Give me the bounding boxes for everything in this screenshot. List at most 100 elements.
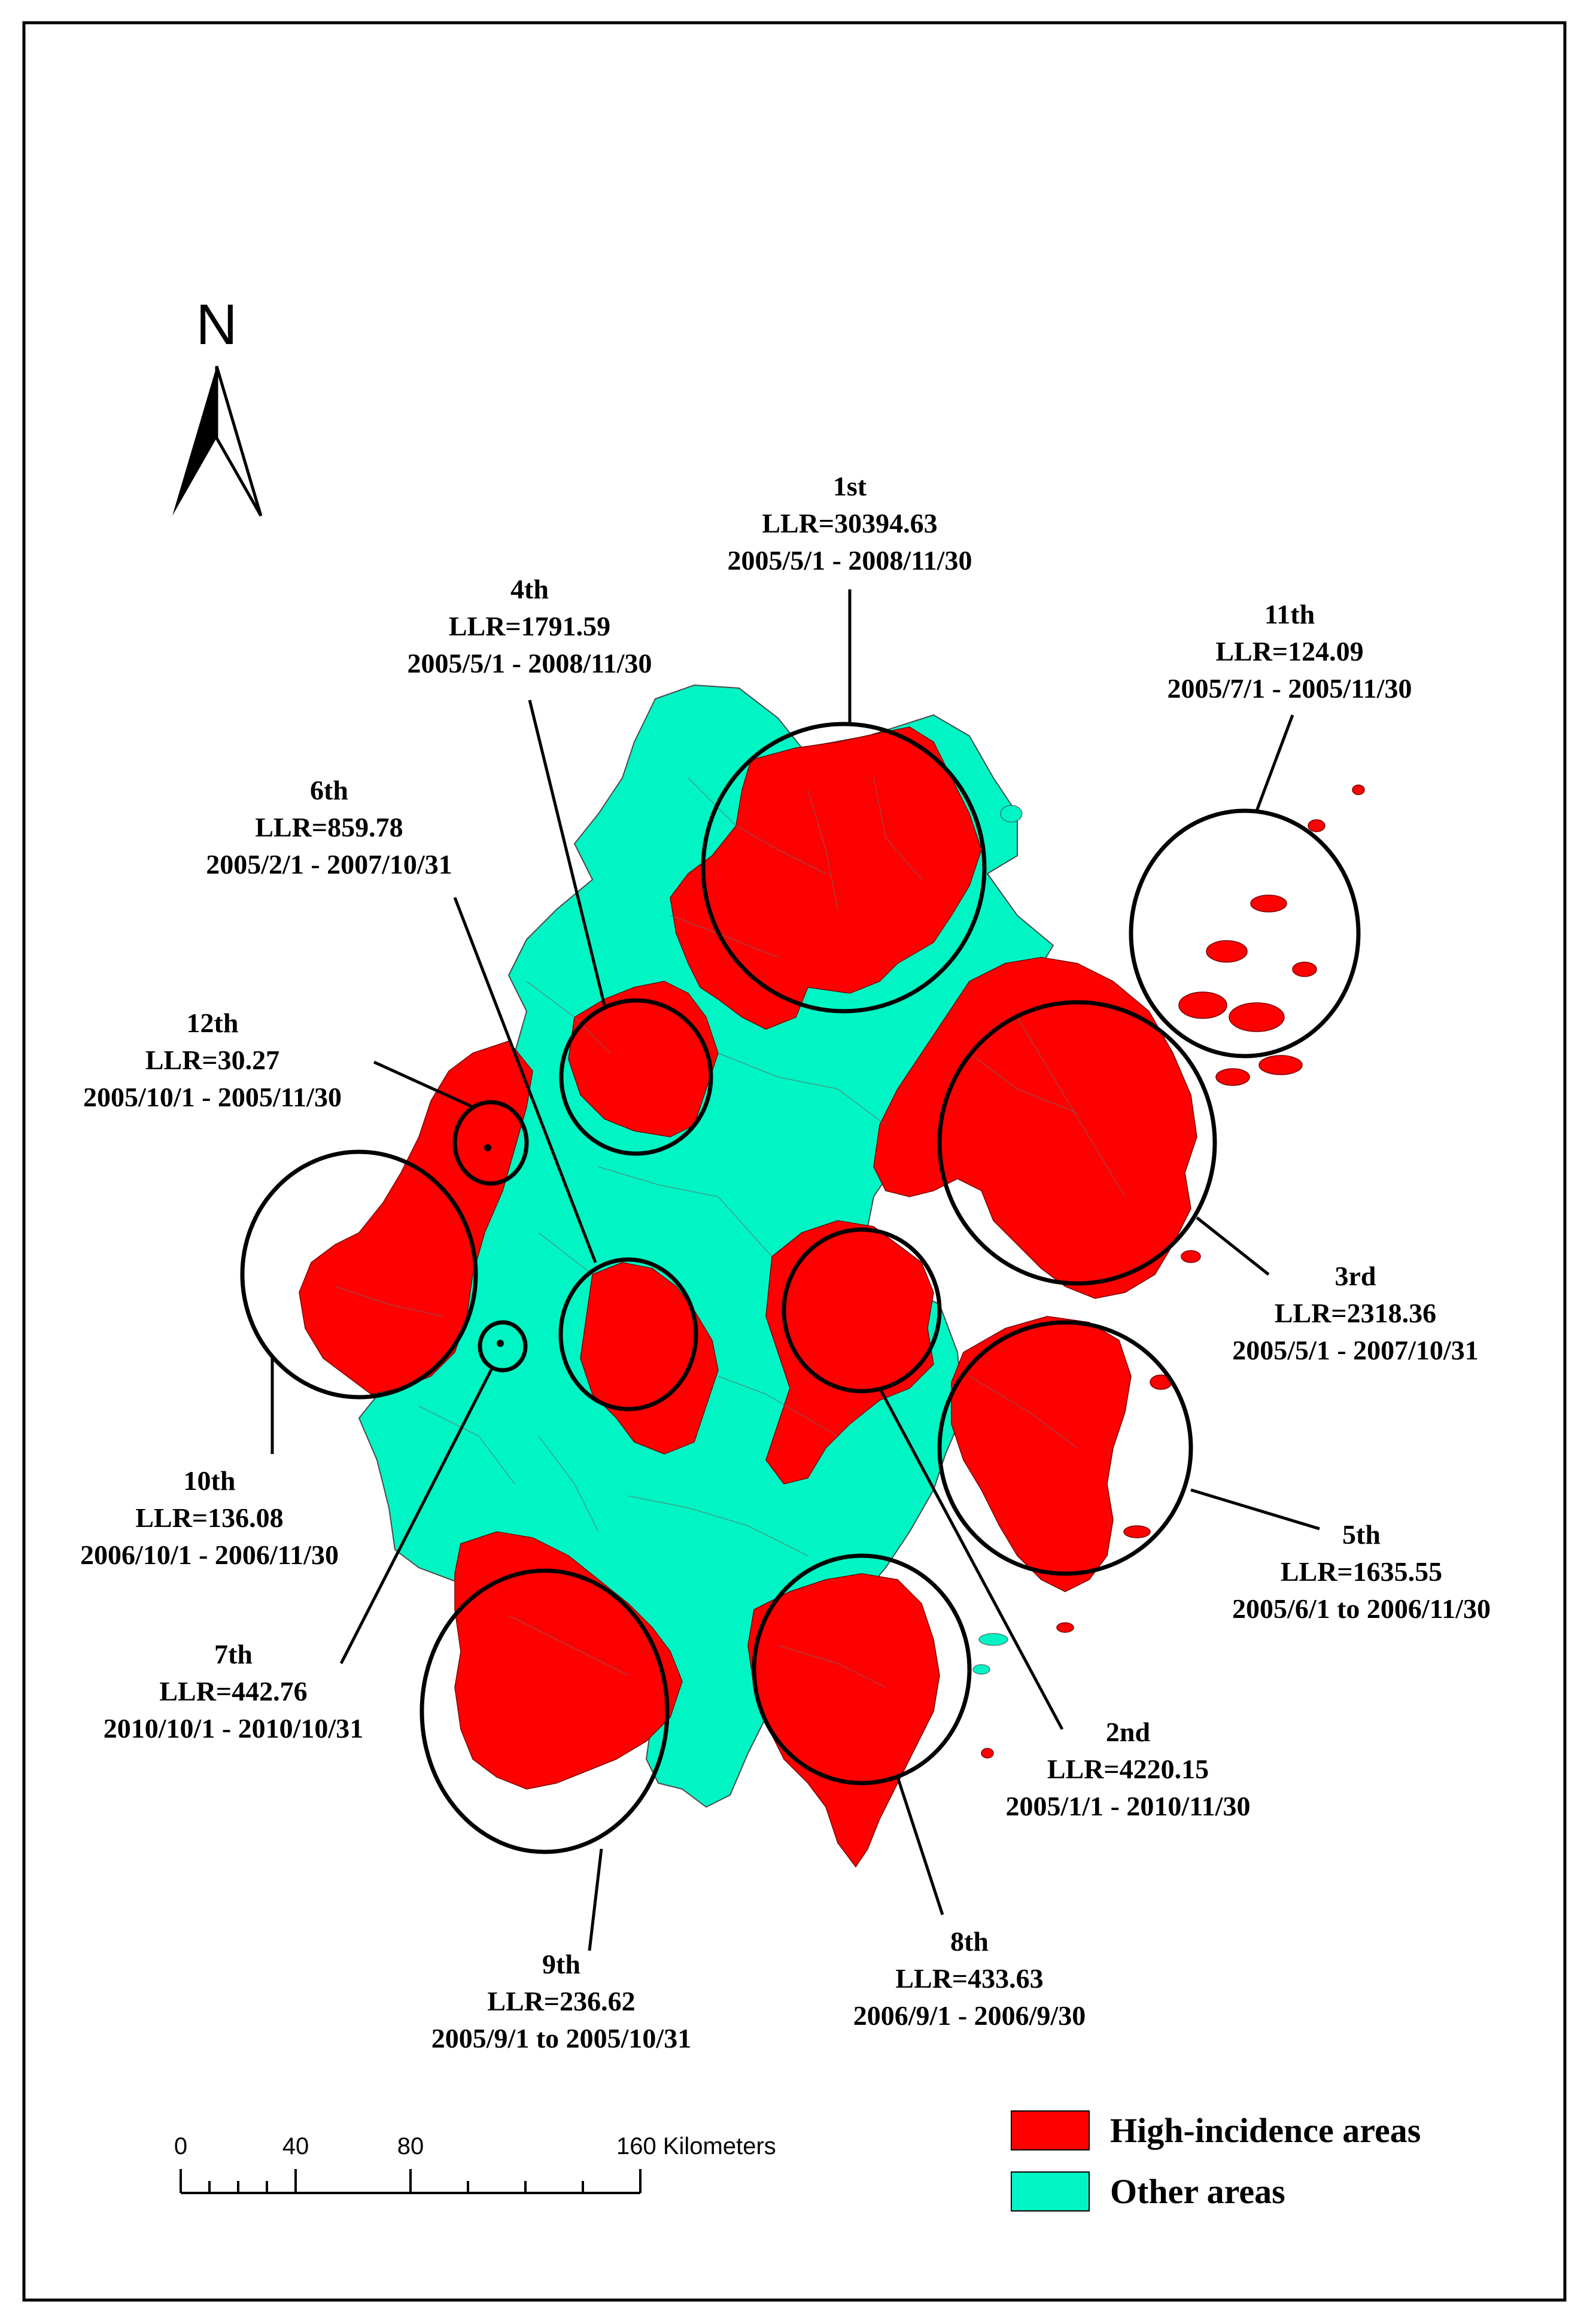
cluster-center-7th (497, 1340, 504, 1347)
cluster-label-line: 2005/1/1 - 2010/11/30 (1006, 1791, 1251, 1821)
cluster-label-line: LLR=433.63 (895, 1963, 1043, 1994)
cluster-circles (240, 722, 1361, 1854)
high-region-8th (747, 1573, 940, 1868)
cluster-label-line: LLR=30394.63 (762, 508, 937, 539)
north-arrow: N (172, 293, 263, 517)
cluster-label-line: 2006/10/1 - 2006/11/30 (80, 1540, 339, 1570)
high-region-9th (454, 1531, 683, 1790)
leader-line-4th (528, 699, 606, 1006)
cluster-label-line: 8th (950, 1926, 989, 1957)
leader-line-7th (339, 1367, 494, 1665)
scale-tick-label-80: 80 (397, 2133, 424, 2159)
island-h (1352, 784, 1365, 795)
cluster-circle-4th (559, 998, 713, 1156)
island-c (1178, 991, 1227, 1019)
scale-tick-label-40: 40 (282, 2133, 309, 2159)
cluster-label-line: LLR=442.76 (159, 1676, 307, 1707)
cluster-label-line: 10th (184, 1465, 236, 1496)
cluster-label-line: 2005/6/1 to 2006/11/30 (1232, 1593, 1491, 1624)
cluster-circle-5th (937, 1320, 1193, 1576)
leader-line-9th (588, 1848, 603, 1951)
other-area-islands (972, 805, 1023, 1675)
cluster-label-line: LLR=2318.36 (1275, 1298, 1436, 1328)
cluster-label-line: 2005/5/1 - 2007/10/31 (1232, 1335, 1478, 1365)
leader-line-5th (1190, 1488, 1320, 1531)
cluster-circle-9th (419, 1568, 670, 1854)
legend-label-high: High-incidence areas (1110, 2111, 1421, 2150)
island-a (1250, 895, 1287, 912)
cluster-label-line: 2nd (1106, 1717, 1151, 1747)
island-m (1056, 1622, 1074, 1633)
cluster-circle-7th (478, 1320, 528, 1373)
cluster-label-line: 9th (542, 1949, 580, 1979)
cluster-circle-8th (752, 1553, 972, 1785)
scale-tick-label-160: 160 Kilometers (616, 2133, 776, 2159)
leader-line-2nd (878, 1387, 1064, 1730)
north-arrow-label: N (196, 293, 237, 357)
island-f (1215, 1068, 1250, 1086)
cluster-circle-6th (558, 1257, 698, 1412)
high-incidence-regions (299, 726, 1365, 1868)
cluster-label-line: 11th (1264, 599, 1315, 629)
cluster-label-line: 6th (310, 775, 348, 805)
cluster-label-line: 2005/2/1 - 2007/10/31 (206, 849, 452, 880)
cluster-label-line: 12th (187, 1008, 239, 1038)
scale-bar-line (180, 2169, 642, 2194)
cluster-label-line: LLR=859.78 (255, 812, 403, 842)
cluster-label-line: LLR=1635.55 (1281, 1556, 1442, 1587)
cluster-label-line: LLR=4220.15 (1047, 1754, 1209, 1784)
cluster-center-12th (484, 1144, 491, 1151)
cluster-label-line: 2005/5/1 - 2008/11/30 (408, 648, 652, 679)
cluster-circle-2nd (782, 1227, 942, 1394)
cluster-circle-10th (240, 1149, 478, 1400)
cluster-circle-12th (452, 1100, 529, 1186)
island-b (1206, 940, 1248, 963)
cluster-label-line: 1st (833, 471, 867, 501)
cluster-label-line: LLR=30.27 (145, 1045, 279, 1075)
leader-lines (270, 589, 1320, 1951)
legend-label-other: Other areas (1110, 2172, 1285, 2211)
high-region-west (299, 1041, 533, 1395)
island-j (1181, 1250, 1201, 1263)
scale-tick-label-0: 0 (174, 2133, 187, 2159)
cluster-label-line: 4th (510, 574, 549, 604)
cluster-label-line: LLR=124.09 (1215, 636, 1363, 667)
leader-line-3rd (1196, 1216, 1270, 1276)
leader-line-6th (453, 897, 597, 1263)
legend-swatch-high (1011, 2110, 1090, 2150)
cluster-label-line: 2005/7/1 - 2005/11/30 (1168, 673, 1412, 704)
cluster-label-line: 5th (1342, 1519, 1381, 1550)
cluster-label-line: LLR=236.62 (487, 1986, 635, 2016)
island-g (1292, 962, 1317, 977)
cluster-label-line: 7th (214, 1639, 253, 1669)
figure-frame (22, 21, 1567, 2302)
legend: High-incidence areas Other areas (1011, 2110, 1421, 2212)
north-arrow-left-half (172, 366, 217, 516)
leader-line-8th (896, 1777, 944, 1915)
legend-swatch-other (1011, 2171, 1090, 2212)
cluster-label-line: LLR=136.08 (135, 1502, 283, 1533)
island-l (1123, 1525, 1151, 1538)
leader-line-11th (1255, 714, 1294, 811)
cluster-circle-1st (701, 722, 987, 1014)
cluster-label-line: 2006/9/1 - 2006/9/30 (853, 2000, 1086, 2031)
cluster-label-line: 3rd (1335, 1261, 1376, 1291)
island-i (1308, 819, 1325, 832)
cluster-label-line: 2005/5/1 - 2008/11/30 (728, 545, 972, 576)
cluster-label-line: 2005/9/1 to 2005/10/31 (431, 2023, 691, 2054)
scale-bar: 0 40 80 160 Kilometers (174, 2133, 776, 2194)
cluster-label-line: 2005/10/1 - 2005/11/30 (83, 1082, 342, 1112)
